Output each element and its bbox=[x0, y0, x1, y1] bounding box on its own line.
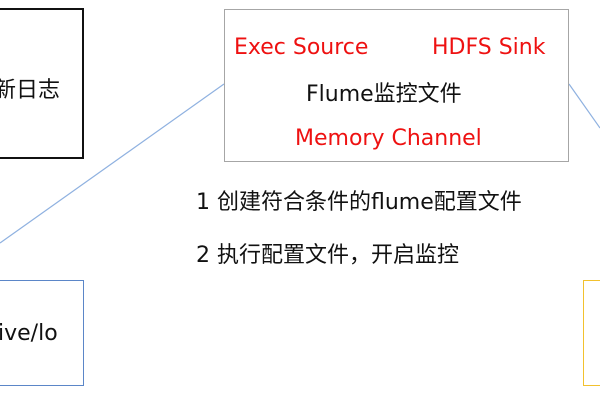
exec-source-label: Exec Source bbox=[234, 35, 369, 60]
connector-left bbox=[0, 83, 225, 244]
memory-channel-label: Memory Channel bbox=[295, 126, 482, 151]
hdfs-sink-label: HDFS Sink bbox=[432, 35, 546, 60]
log-file-label: 新日志 bbox=[0, 78, 60, 103]
connector-right bbox=[568, 83, 600, 129]
step-2-text: 2 执行配置文件，开启监控 bbox=[196, 243, 459, 268]
hive-log-label: ive/lo bbox=[0, 321, 58, 346]
flume-agent-title: Flume监控文件 bbox=[306, 82, 462, 107]
flume-agent-box: Exec Source HDFS Sink Flume监控文件 Memory C… bbox=[224, 9, 569, 162]
hive-log-box: ive/lo bbox=[0, 280, 84, 386]
step-1-text: 1 创建符合条件的flume配置文件 bbox=[196, 190, 522, 215]
log-file-box: 新日志 bbox=[0, 8, 84, 159]
hdfs-target-box bbox=[583, 280, 600, 386]
